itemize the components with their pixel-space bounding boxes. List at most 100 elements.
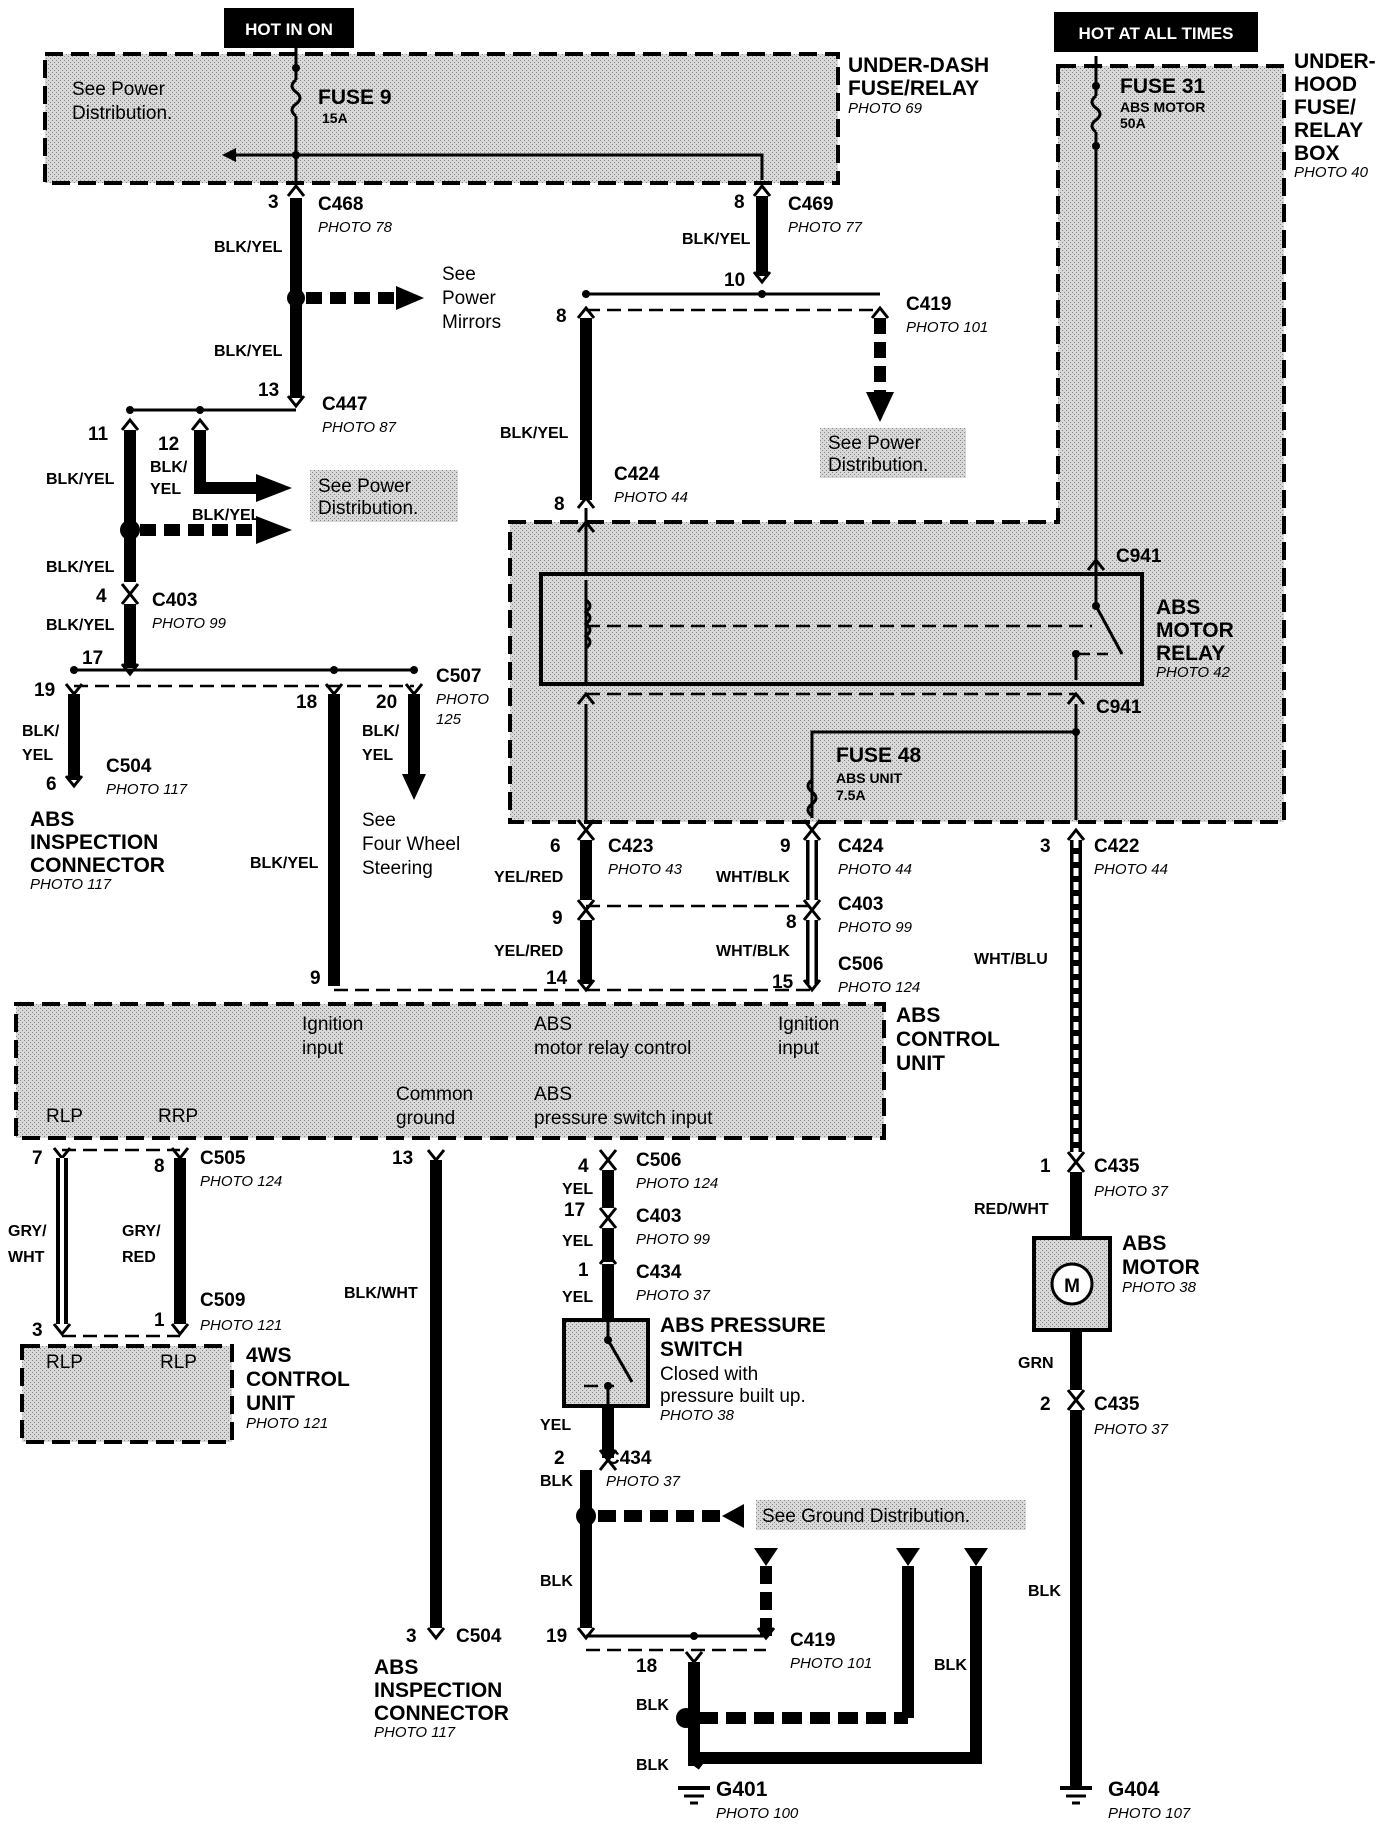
svg-text:BLK: BLK xyxy=(540,1473,573,1490)
svg-text:C422: C422 xyxy=(1094,836,1139,857)
abs-inspection-connector-top: ABS INSPECTION CONNECTOR PHOTO 117 xyxy=(30,808,165,893)
svg-text:BLK/YEL: BLK/YEL xyxy=(192,507,261,524)
svg-text:7: 7 xyxy=(32,1148,43,1169)
svg-text:Mirrors: Mirrors xyxy=(442,312,501,333)
svg-text:RELAY: RELAY xyxy=(1156,642,1225,665)
svg-text:PHOTO 77: PHOTO 77 xyxy=(788,219,863,236)
svg-text:ABS UNIT: ABS UNIT xyxy=(836,770,903,786)
svg-text:CONTROL: CONTROL xyxy=(246,1368,350,1391)
svg-text:PHOTO 44: PHOTO 44 xyxy=(838,861,912,878)
svg-text:3: 3 xyxy=(1040,836,1051,857)
hot-in-on-label: HOT IN ON xyxy=(224,8,354,48)
svg-text:C941: C941 xyxy=(1116,546,1162,567)
svg-text:8: 8 xyxy=(734,192,745,213)
c403-connector-center: 9 8 C403 PHOTO 99 xyxy=(552,894,913,936)
svg-text:6: 6 xyxy=(46,774,57,795)
svg-text:C504: C504 xyxy=(456,1626,502,1647)
svg-text:C434: C434 xyxy=(606,1448,652,1469)
svg-text:14: 14 xyxy=(546,968,568,989)
svg-text:BLK: BLK xyxy=(636,1697,669,1714)
svg-text:PHOTO 44: PHOTO 44 xyxy=(1094,861,1168,878)
svg-text:C434: C434 xyxy=(636,1262,682,1283)
svg-text:20: 20 xyxy=(376,692,397,713)
svg-text:C435: C435 xyxy=(1094,1156,1140,1177)
svg-text:1: 1 xyxy=(154,1310,165,1331)
c435-connector-bottom: 2 C435 PHOTO 37 xyxy=(1040,1389,1169,1438)
svg-text:Distribution.: Distribution. xyxy=(72,103,172,124)
svg-text:INSPECTION: INSPECTION xyxy=(30,831,158,854)
svg-text:PHOTO 87: PHOTO 87 xyxy=(322,419,397,436)
svg-text:1: 1 xyxy=(1040,1156,1051,1177)
svg-text:50A: 50A xyxy=(1120,115,1146,131)
svg-text:8: 8 xyxy=(154,1156,165,1177)
svg-text:See Power: See Power xyxy=(828,433,922,454)
svg-text:RLP: RLP xyxy=(160,1352,197,1373)
svg-text:PHOTO 117: PHOTO 117 xyxy=(374,1724,456,1741)
power-mirrors-reference: See Power Mirrors xyxy=(306,264,501,333)
svg-text:GRN: GRN xyxy=(1018,1355,1054,1372)
svg-text:17: 17 xyxy=(82,648,103,669)
svg-text:17: 17 xyxy=(564,1200,585,1221)
four-wheel-steering-reference: See Four Wheel Steering xyxy=(362,810,460,879)
g404-ground: G404 PHOTO 107 xyxy=(1060,1778,1191,1822)
svg-text:7.5A: 7.5A xyxy=(836,787,866,803)
c435-connector-top: 1 C435 PHOTO 37 xyxy=(1040,1151,1169,1200)
svg-text:ABS: ABS xyxy=(534,1014,572,1035)
svg-text:PHOTO 43: PHOTO 43 xyxy=(608,861,683,878)
svg-text:PHOTO 99: PHOTO 99 xyxy=(152,615,227,632)
svg-text:BLK/YEL: BLK/YEL xyxy=(250,855,319,872)
under-hood-fuse-relay-box: UNDER- HOOD FUSE/ RELAY BOX PHOTO 40 FUS… xyxy=(508,50,1376,824)
svg-text:4: 4 xyxy=(578,1156,589,1177)
svg-text:C403: C403 xyxy=(838,894,883,915)
svg-text:YEL: YEL xyxy=(562,1233,593,1250)
c509-connector: 3 1 C509 PHOTO 121 xyxy=(32,1290,282,1341)
svg-text:3: 3 xyxy=(406,1626,417,1647)
svg-text:motor relay control: motor relay control xyxy=(534,1038,691,1059)
svg-text:C507: C507 xyxy=(436,666,481,687)
c403-connector-bottom: 17 C403 PHOTO 99 xyxy=(564,1200,711,1248)
svg-text:YEL: YEL xyxy=(22,747,53,764)
svg-text:See Ground Distribution.: See Ground Distribution. xyxy=(762,1506,970,1527)
svg-text:BLK/WHT: BLK/WHT xyxy=(344,1285,418,1302)
svg-text:9: 9 xyxy=(780,836,791,857)
svg-text:See: See xyxy=(362,810,396,831)
svg-text:RED: RED xyxy=(122,1249,156,1266)
svg-text:ABS: ABS xyxy=(1122,1232,1166,1255)
svg-text:M: M xyxy=(1064,1276,1080,1297)
svg-text:WHT/BLK: WHT/BLK xyxy=(716,943,790,960)
svg-text:PHOTO 44: PHOTO 44 xyxy=(614,489,688,506)
c424-connector-bottom: 9 C424 PHOTO 44 xyxy=(780,819,912,878)
svg-text:PHOTO 37: PHOTO 37 xyxy=(1094,1421,1169,1438)
svg-text:2: 2 xyxy=(554,1448,565,1469)
svg-text:9: 9 xyxy=(310,968,321,989)
svg-text:PHOTO: PHOTO xyxy=(436,691,489,708)
svg-text:FUSE 9: FUSE 9 xyxy=(318,86,392,109)
svg-text:YEL/RED: YEL/RED xyxy=(494,943,563,960)
svg-text:RED/WHT: RED/WHT xyxy=(974,1201,1049,1218)
svg-text:ABS: ABS xyxy=(896,1004,940,1027)
svg-text:Ignition: Ignition xyxy=(778,1014,839,1035)
svg-text:C403: C403 xyxy=(636,1206,681,1227)
svg-text:C423: C423 xyxy=(608,836,653,857)
svg-text:2: 2 xyxy=(1040,1394,1051,1415)
svg-text:See: See xyxy=(442,264,476,285)
c423-connector: 6 C423 PHOTO 43 xyxy=(550,819,683,878)
c419-connector-top: 8 C419 PHOTO 101 xyxy=(556,294,988,336)
svg-text:BLK/YEL: BLK/YEL xyxy=(46,471,115,488)
svg-text:PHOTO 37: PHOTO 37 xyxy=(636,1287,711,1304)
svg-text:BLK/: BLK/ xyxy=(150,459,188,476)
svg-text:ABS: ABS xyxy=(30,808,74,831)
svg-text:4WS: 4WS xyxy=(246,1344,292,1367)
svg-text:PHOTO 124: PHOTO 124 xyxy=(838,979,920,996)
svg-text:BLK/: BLK/ xyxy=(22,723,60,740)
svg-text:FUSE/RELAY: FUSE/RELAY xyxy=(848,77,979,100)
svg-text:12: 12 xyxy=(158,434,179,455)
svg-text:BLK/YEL: BLK/YEL xyxy=(214,239,283,256)
svg-text:13: 13 xyxy=(392,1148,413,1169)
svg-text:Power: Power xyxy=(442,288,497,309)
svg-text:C505: C505 xyxy=(200,1148,246,1169)
4ws-control-unit: RLP RLP 4WS CONTROL UNIT PHOTO 121 xyxy=(20,1344,350,1444)
svg-text:G404: G404 xyxy=(1108,1778,1160,1801)
svg-text:PHOTO 124: PHOTO 124 xyxy=(200,1173,282,1190)
